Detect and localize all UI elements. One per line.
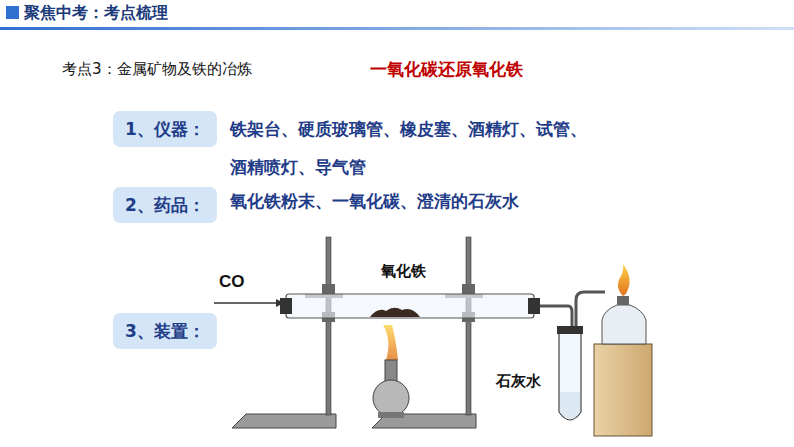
hard-glass-tube (280, 294, 540, 318)
part-label: 氧化铁 (381, 262, 426, 281)
topic-heading: 考点3：金属矿物及铁的冶炼 (62, 60, 252, 79)
header-rule (0, 27, 794, 30)
alcohol-blast-lamp (373, 325, 409, 418)
alcohol-lamp (594, 264, 652, 436)
iron-stand (372, 237, 483, 428)
step-label-box: 1、仪器： (113, 111, 217, 147)
header-icon (6, 6, 19, 19)
step-label: 1、仪器： (125, 118, 205, 141)
gas-label: CO (219, 272, 245, 292)
iron-stand (232, 237, 343, 428)
step-label: 3、装置： (125, 320, 205, 343)
instrument-list: 铁架台、硬质玻璃管、橡皮塞、酒精灯、试管、酒精喷灯、导气管 (230, 110, 596, 186)
step-label: 2、药品： (125, 194, 205, 217)
topic-subtitle: 一氧化碳还原氧化铁 (370, 58, 523, 81)
reagent-list: 氧化铁粉末、一氧化碳、澄清的石灰水 (230, 190, 519, 213)
part-label: 石灰水 (494, 372, 543, 391)
slide-title: 聚焦中考：考点梳理 (24, 3, 168, 24)
step-label-box: 2、药品： (113, 187, 217, 223)
step-label-box: 3、装置： (113, 313, 217, 349)
